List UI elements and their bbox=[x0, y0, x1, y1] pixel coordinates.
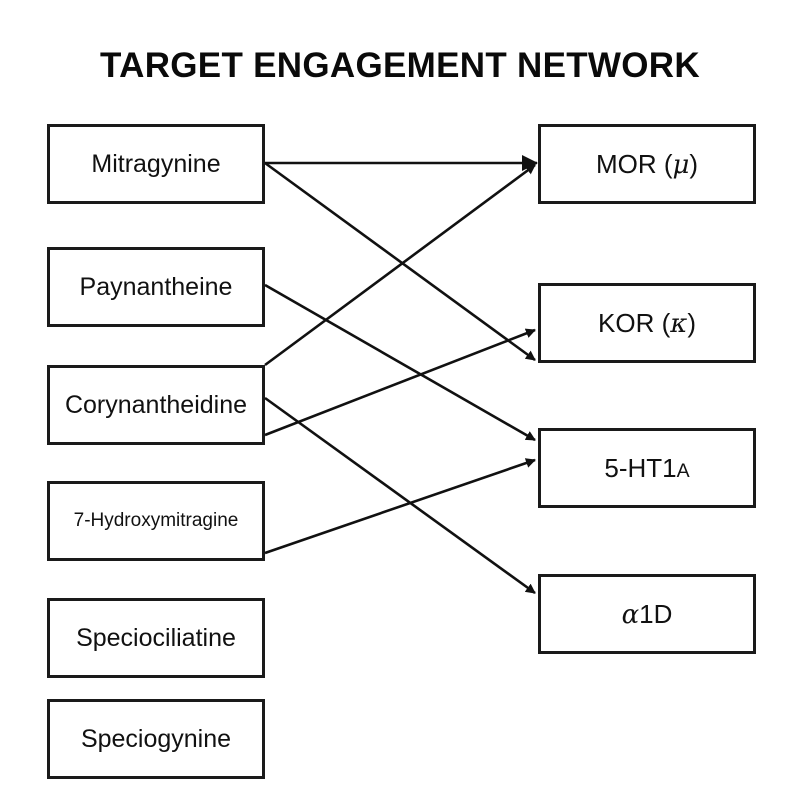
node-label: Mitragynine bbox=[91, 149, 221, 178]
node-label: 5-HT1A bbox=[604, 452, 690, 483]
node-label: Corynantheidine bbox=[64, 390, 248, 419]
node-paynantheine: Paynantheine bbox=[47, 247, 265, 327]
mu-symbol: μ bbox=[672, 149, 690, 180]
node-label: Speciogynine bbox=[80, 724, 232, 753]
edge-corynantheidine-to-mor bbox=[264, 163, 536, 367]
node-5-ht1a: 5-HT1A bbox=[538, 428, 756, 508]
edge-mitragynine-to-kor bbox=[264, 161, 536, 362]
edge-corynantheidine-to-kor bbox=[264, 328, 536, 437]
node-label: Speciociliatine bbox=[76, 623, 236, 652]
edge-paynantheine-to-ht1a bbox=[264, 283, 536, 442]
diagram-title: TARGET ENGAGEMENT NETWORK bbox=[100, 46, 700, 85]
kappa-symbol: κ bbox=[670, 308, 688, 339]
node-mor: MOR (μ) bbox=[538, 124, 756, 204]
node-label: KOR (κ) bbox=[598, 307, 696, 339]
node-7-hydroxymitragine: 7-Hydroxymitragine bbox=[47, 481, 265, 561]
node-label: α1D bbox=[621, 598, 673, 630]
node-label: MOR (μ) bbox=[595, 148, 699, 180]
node-label: Paynantheine bbox=[79, 272, 233, 301]
subscript: A bbox=[676, 459, 690, 482]
node-kor: KOR (κ) bbox=[538, 283, 756, 363]
node-speciogynine: Speciogynine bbox=[47, 699, 265, 779]
alpha-symbol: α bbox=[621, 599, 640, 630]
node-label: 7-Hydroxymitragine bbox=[73, 510, 239, 531]
node-alpha1d: α1D bbox=[538, 574, 756, 654]
edge-corynantheidine-to-a1d bbox=[264, 396, 536, 595]
node-mitragynine: Mitragynine bbox=[47, 124, 265, 204]
edge-hydroxymitragine-to-ht1a bbox=[264, 458, 536, 555]
node-corynantheidine: Corynantheidine bbox=[47, 365, 265, 445]
node-speciociliatine: Speciociliatine bbox=[47, 598, 265, 678]
